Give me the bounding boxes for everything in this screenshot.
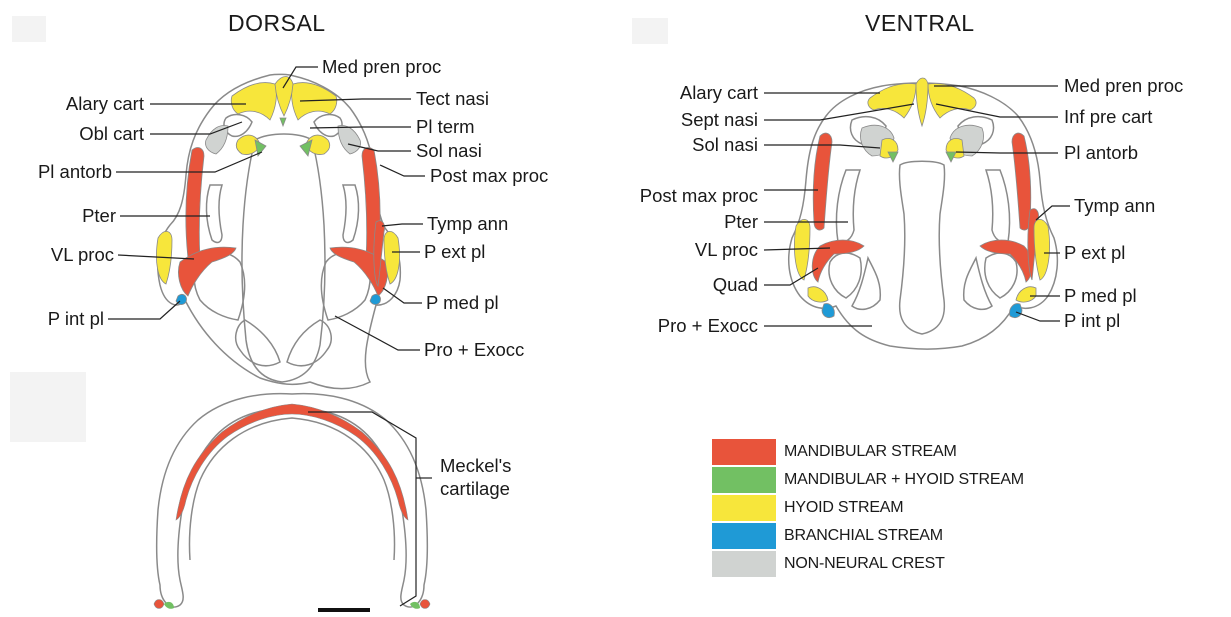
ventral-hyoid-extpl-left bbox=[794, 219, 810, 280]
meckel-outline bbox=[157, 394, 428, 607]
dorsal-label-pl-term: Pl term bbox=[416, 117, 475, 137]
dorsal-colored-regions bbox=[156, 77, 399, 305]
dorsal-pter-right bbox=[343, 185, 359, 242]
ventral-branchial-right bbox=[1010, 304, 1022, 318]
ventral-label-sept-nasi: Sept nasi bbox=[610, 110, 758, 130]
dorsal-label-med-pren-proc: Med pren proc bbox=[322, 57, 441, 77]
ventral-label-p-int-pl: P int pl bbox=[1064, 311, 1120, 331]
dorsal-label-sol-nasi: Sol nasi bbox=[416, 141, 482, 161]
ventral-parasphenoid bbox=[899, 161, 944, 334]
dorsal-label-p-int-pl: P int pl bbox=[10, 309, 104, 329]
dorsal-mandhyoid bbox=[255, 140, 266, 156]
ventral-mandibular-palatoquadrate-right bbox=[1012, 133, 1031, 230]
ventral-label-pter: Pter bbox=[610, 212, 758, 232]
dorsal-pter-left bbox=[206, 185, 222, 242]
meckel-cartilage bbox=[154, 394, 430, 609]
dorsal-posterior-right bbox=[287, 320, 331, 366]
ventral-label-vl-proc: VL proc bbox=[610, 240, 758, 260]
legend-swatch-non-neural bbox=[712, 551, 776, 577]
dorsal-label-post-max-proc: Post max proc bbox=[430, 166, 548, 186]
ventral-hyoid-extpl-right bbox=[1034, 219, 1050, 280]
legend-swatch-hyoid bbox=[712, 495, 776, 521]
ventral-label-alary-cart: Alary cart bbox=[610, 83, 758, 103]
ventral-label-tymp-ann: Tymp ann bbox=[1074, 196, 1155, 216]
ventral-label-quad: Quad bbox=[610, 275, 758, 295]
dorsal-label-tect-nasi: Tect nasi bbox=[416, 89, 489, 109]
meckel-label-line1: Meckel's bbox=[440, 456, 511, 476]
dorsal-nasal-right bbox=[314, 115, 342, 137]
ventral-mandibular-vl-right bbox=[980, 240, 1032, 282]
legend-swatch-branchial bbox=[712, 523, 776, 549]
dorsal-label-obl-cart: Obl cart bbox=[12, 124, 144, 144]
ventral-hyoid-medpl-left bbox=[808, 287, 828, 302]
scale-bar bbox=[318, 608, 370, 612]
leader-dorsal-post-max-proc bbox=[380, 165, 425, 176]
ventral-otic-left bbox=[852, 258, 880, 309]
leader-ventral-tymp-ann bbox=[1036, 206, 1070, 220]
ventral-label-p-med-pl: P med pl bbox=[1064, 286, 1137, 306]
ventral-quadrate-left bbox=[829, 253, 861, 298]
dorsal-title: DORSAL bbox=[228, 10, 326, 37]
ventral-hyoid-nasal bbox=[868, 84, 916, 118]
legend-label-non-neural: NON-NEURAL CREST bbox=[784, 555, 945, 573]
ventral-label-sol-nasi: Sol nasi bbox=[610, 135, 758, 155]
dorsal-mandibular-palatoquadrate-left bbox=[186, 148, 204, 264]
legend-label-branchial: BRANCHIAL STREAM bbox=[784, 527, 943, 545]
ventral-branchial-left bbox=[822, 304, 834, 318]
dorsal-label-alary-cart: Alary cart bbox=[12, 94, 144, 114]
legend-swatch-mandibular-hyoid bbox=[712, 467, 776, 493]
dorsal-posterior-left bbox=[236, 320, 280, 366]
ventral-label-inf-pre-cart: Inf pre cart bbox=[1064, 107, 1152, 127]
ventral-quadrate-right bbox=[985, 253, 1017, 298]
dorsal-branchial-right bbox=[370, 294, 380, 304]
leader-dorsal-tymp-ann bbox=[382, 224, 423, 226]
ventral-label-pl-antorb: Pl antorb bbox=[1064, 143, 1138, 163]
leader-dorsal-pro-exocc bbox=[335, 316, 420, 350]
ventral-mandibular-palatoquadrate-left bbox=[813, 133, 832, 230]
leader-dorsal-pl-term bbox=[310, 127, 411, 128]
ventral-colored-regions bbox=[794, 78, 1049, 318]
legend-label-mandibular: MANDIBULAR STREAM bbox=[784, 443, 957, 461]
dorsal-label-tymp-ann: Tymp ann bbox=[427, 214, 508, 234]
dorsal-label-p-med-pl: P med pl bbox=[426, 293, 499, 313]
dorsal-mandhyoid bbox=[300, 140, 312, 156]
ventral-label-p-ext-pl: P ext pl bbox=[1064, 243, 1125, 263]
dorsal-label-pter: Pter bbox=[40, 206, 116, 226]
leader-dorsal-p-int-pl bbox=[108, 301, 180, 319]
legend-label-hyoid: HYOID STREAM bbox=[784, 499, 903, 517]
meckel-label-line2: cartilage bbox=[440, 479, 510, 499]
dorsal-mandhyoid bbox=[280, 118, 286, 126]
ventral-label-med-pren-proc: Med pren proc bbox=[1064, 76, 1183, 96]
leader-ventral-p-int-pl bbox=[1016, 312, 1060, 321]
dorsal-label-pro-exocc: Pro + Exocc bbox=[424, 340, 524, 360]
ventral-title: VENTRAL bbox=[865, 10, 975, 37]
ventral-pter-left bbox=[836, 170, 860, 242]
ventral-hyoid-medpren bbox=[916, 78, 928, 126]
dorsal-hyoid-nasal bbox=[231, 83, 276, 121]
ventral-hyoid-medpl-right bbox=[1016, 287, 1036, 302]
dorsal-mandibular-vl-left bbox=[178, 247, 236, 296]
dorsal-nonneural-right bbox=[338, 126, 361, 154]
dorsal-hyoid-nasal bbox=[292, 83, 337, 121]
legend-label-mandibular-hyoid: MANDIBULAR + HYOID STREAM bbox=[784, 471, 1024, 489]
meckel-mandibular-tip-right bbox=[420, 600, 430, 609]
leader-dorsal-vl-proc bbox=[118, 255, 194, 259]
ventral-label-post-max-proc: Post max proc bbox=[590, 186, 758, 206]
ventral-label-pro-exocc: Pro + Exocc bbox=[610, 316, 758, 336]
dorsal-label-vl-proc: VL proc bbox=[20, 245, 114, 265]
dorsal-braincase bbox=[242, 134, 325, 382]
dorsal-hyoid-medpren bbox=[275, 77, 293, 117]
dorsal-label-pl-antorb: Pl antorb bbox=[4, 162, 112, 182]
ventral-pter-right bbox=[986, 170, 1010, 242]
legend-swatch-mandibular bbox=[712, 439, 776, 465]
ventral-mandibular-vl-left bbox=[812, 240, 864, 282]
leader-ventral-pl-antorb bbox=[956, 152, 1058, 153]
dorsal-label-p-ext-pl: P ext pl bbox=[424, 242, 485, 262]
dorsal-nonneural-left bbox=[205, 126, 228, 154]
meckel-mandibular-tip-left bbox=[154, 600, 164, 609]
dorsal-nasal-left bbox=[224, 115, 252, 137]
